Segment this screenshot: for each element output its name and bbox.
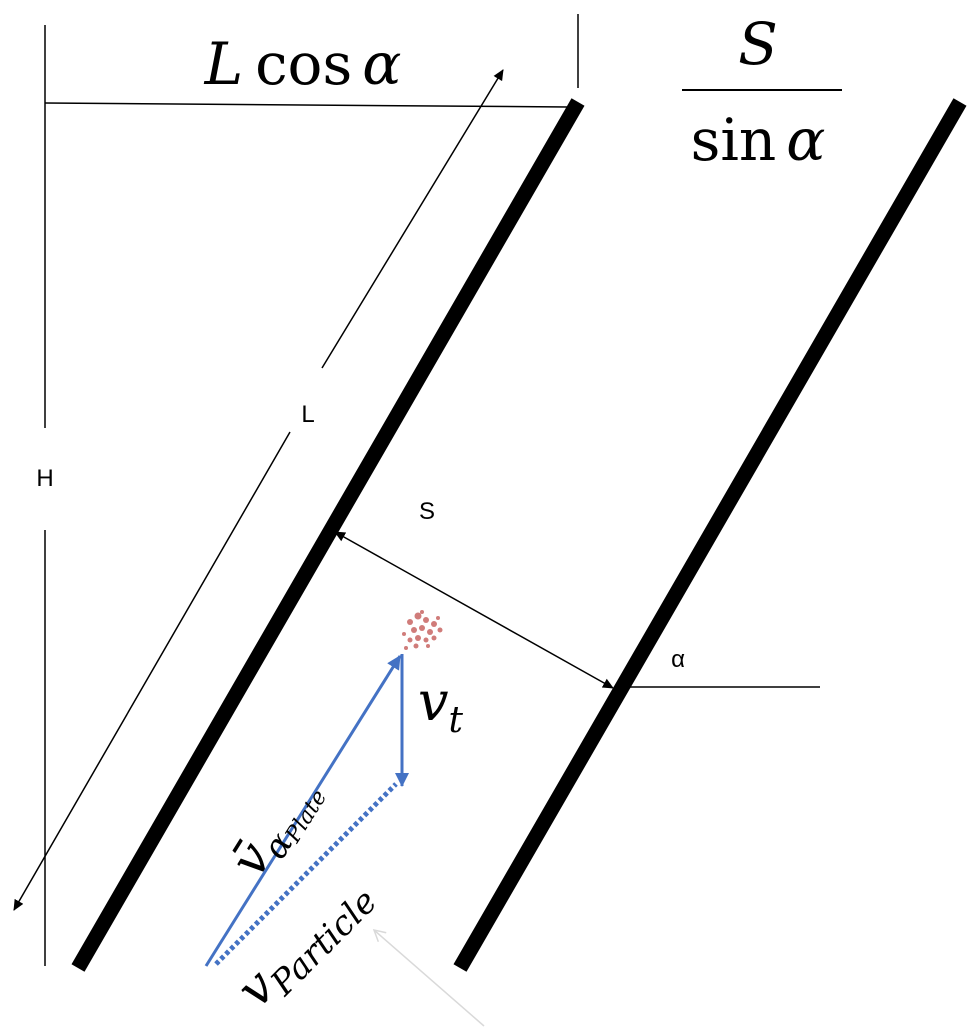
angle-label: α [671,646,685,673]
plate-velocity-vector [204,655,402,967]
left-plate [71,98,585,972]
length-dimension-line-lower [13,431,291,911]
height-label: H [36,465,53,492]
length-label: L [301,401,314,428]
spacing-dimension-line [334,531,614,689]
plate-velocity-label: v̄αPlate [219,764,332,891]
settling-velocity-label: vt [418,670,464,741]
horizontal-extent-line [44,102,569,108]
spacing-label: S [419,498,435,525]
pointer-arrow [372,928,485,1027]
s-over-sin-alpha-numerator: S [738,10,778,78]
length-dimension-line-upper [321,69,504,369]
particle-velocity-vector [214,782,398,966]
particle-velocity-label: vParticle [225,864,385,1024]
right-plate [453,98,967,972]
particle [402,610,443,650]
